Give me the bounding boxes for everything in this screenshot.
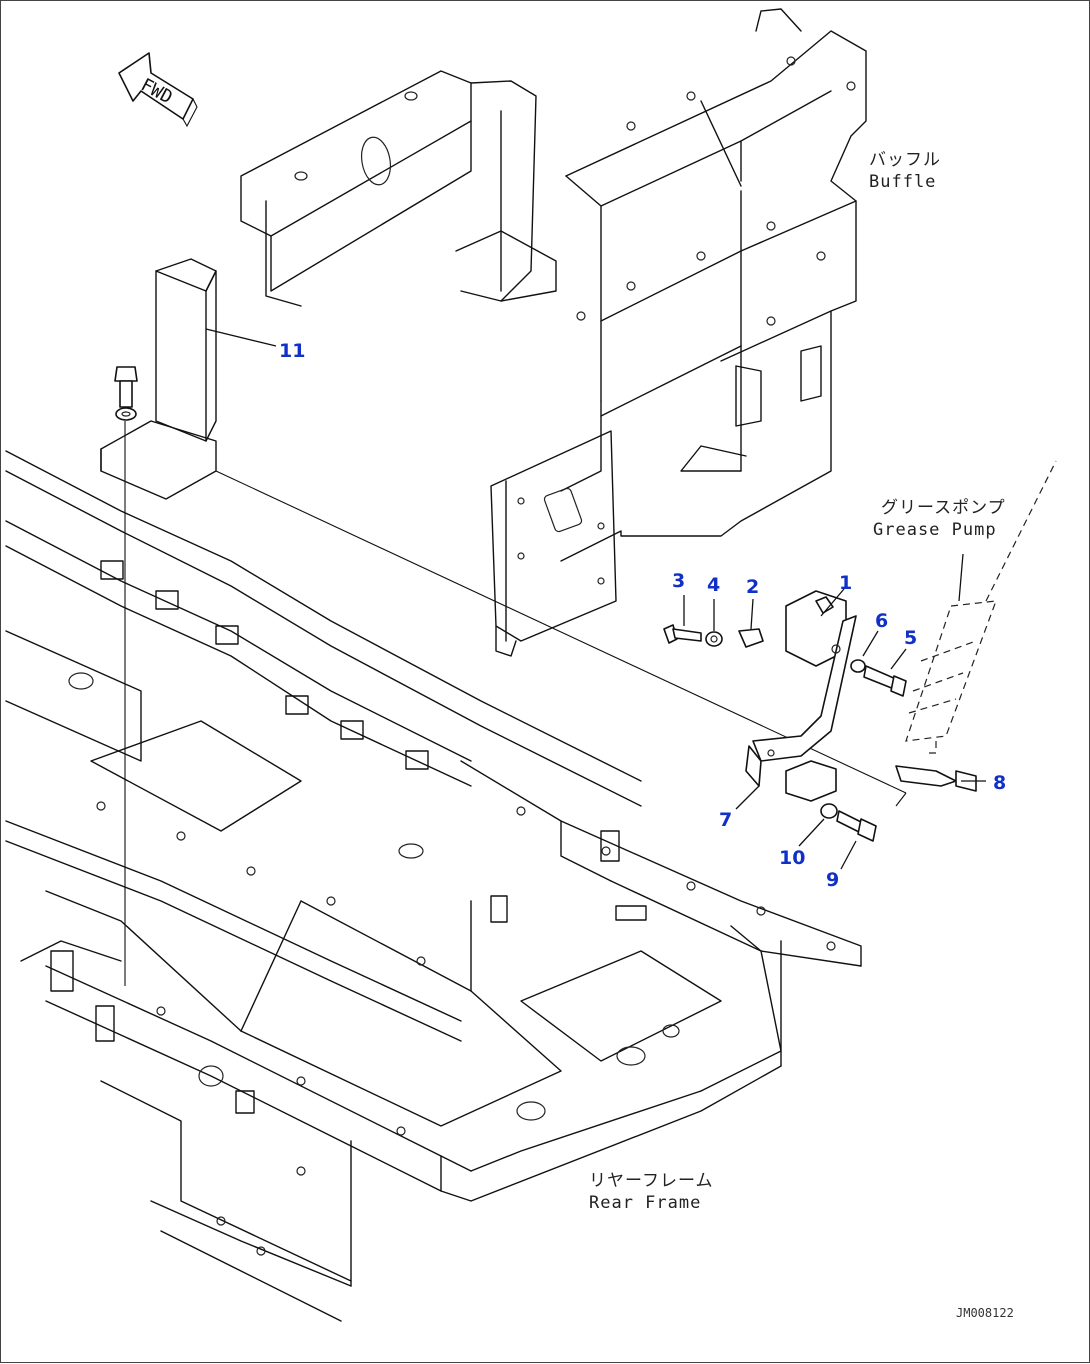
callout-5: 5 — [904, 627, 917, 649]
fwd-arrow-icon: FWD — [118, 52, 198, 128]
grease-pump-label-en: Grease Pump — [873, 520, 997, 540]
callout-1: 1 — [839, 572, 852, 594]
callout-4: 4 — [707, 574, 720, 596]
baffle-label-jp: バッフル — [869, 150, 941, 170]
grease-pump-label-jp: グリースポンプ — [881, 498, 1006, 518]
callout-2: 2 — [746, 576, 759, 598]
callout-3: 3 — [672, 570, 685, 592]
leader-lines — [205, 328, 986, 870]
rear-frame-label-en: Rear Frame — [589, 1193, 701, 1213]
grease-pump-part — [905, 460, 1057, 754]
callout-10: 10 — [779, 847, 805, 869]
callout-9: 9 — [826, 869, 839, 891]
part-11-bolt — [114, 366, 138, 421]
callout-6: 6 — [875, 610, 888, 632]
drawing-id: JM008122 — [956, 1306, 1014, 1320]
callout-8: 8 — [993, 772, 1006, 794]
callout-7: 7 — [719, 809, 732, 831]
assembly-line — [895, 792, 907, 807]
callout-11: 11 — [279, 340, 305, 362]
bracket-assembly — [663, 590, 977, 842]
rear-frame-label-jp: リヤーフレーム — [589, 1171, 713, 1191]
baffle-label-en: Buffle — [869, 172, 936, 192]
baffle-structure — [100, 8, 867, 657]
rear-frame-structure — [5, 450, 862, 1322]
